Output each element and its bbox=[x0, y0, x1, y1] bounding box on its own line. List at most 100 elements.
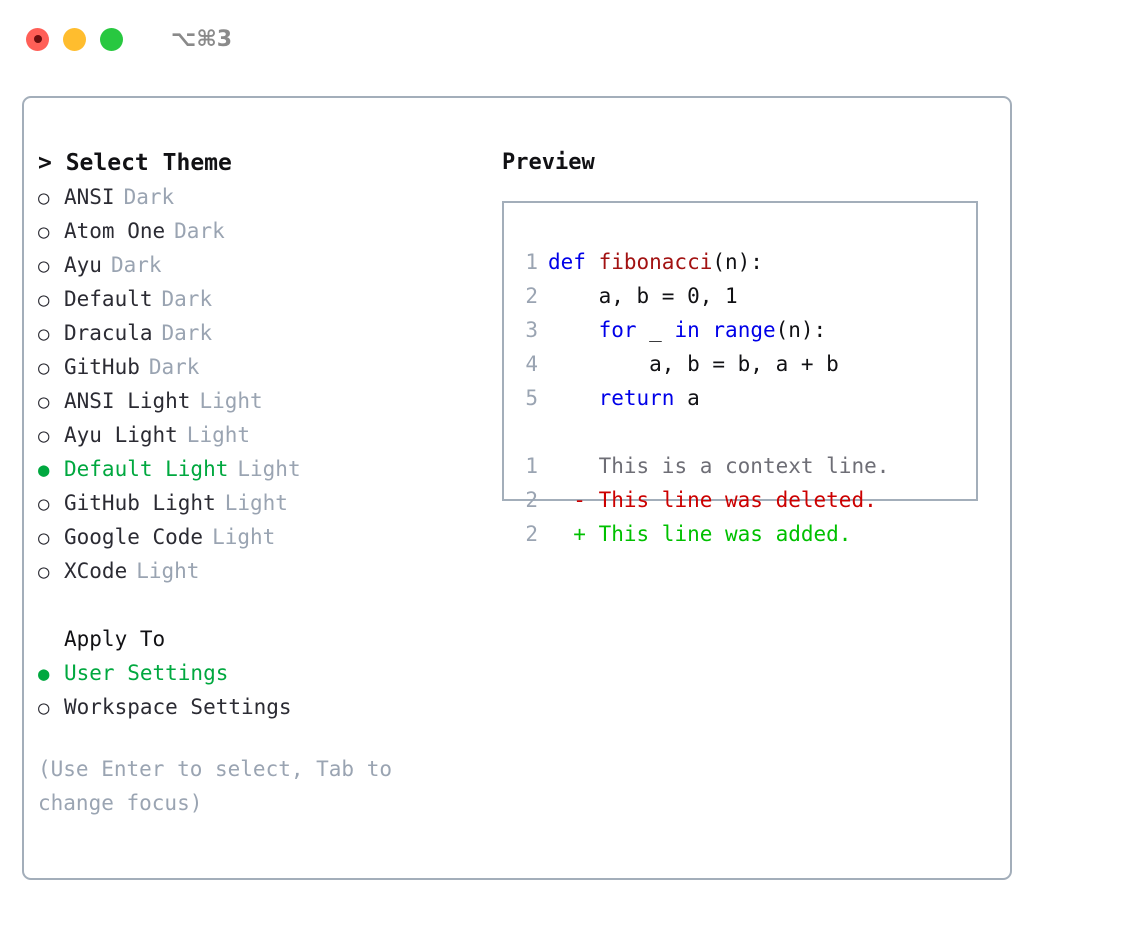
diff-line-add: 2 + This line was added. bbox=[504, 517, 976, 551]
line-number: 4 bbox=[525, 352, 538, 376]
code-token-plain bbox=[700, 318, 713, 342]
theme-option-tag: Dark bbox=[161, 321, 213, 345]
theme-option-tag: Light bbox=[186, 423, 251, 447]
code-line: 2 a, b = 0, 1 bbox=[504, 279, 976, 313]
code-line: 4 a, b = b, a + b bbox=[504, 347, 976, 381]
diff-sign bbox=[548, 454, 586, 478]
code-token-plain: a bbox=[674, 386, 700, 410]
radio-unselected-icon: ○ bbox=[38, 357, 50, 379]
radio-unselected-icon: ○ bbox=[38, 187, 50, 209]
theme-option-tag: Dark bbox=[174, 219, 225, 243]
maximize-button[interactable] bbox=[100, 27, 123, 51]
theme-option-label: Atom One bbox=[64, 219, 166, 243]
theme-option-tag: Light bbox=[199, 389, 263, 413]
theme-option-tag: Dark bbox=[148, 355, 200, 379]
select-theme-heading: > Select Theme bbox=[38, 150, 232, 176]
code-token-keyword: def bbox=[548, 250, 599, 274]
radio-unselected-icon: ○ bbox=[38, 221, 50, 243]
diff-sign: + bbox=[548, 522, 586, 546]
theme-option-label: GitHub bbox=[64, 355, 140, 379]
theme-option-tag: Light bbox=[237, 457, 301, 481]
diff-sign: - bbox=[548, 488, 586, 512]
apply-to-heading: Apply To bbox=[64, 627, 166, 651]
radio-selected-icon: ● bbox=[38, 459, 50, 481]
window-controls bbox=[26, 27, 123, 51]
line-number: 3 bbox=[525, 318, 538, 342]
apply-to-list[interactable]: ●User Settings ○ Workspace Settings bbox=[38, 656, 478, 724]
theme-option-github[interactable]: ○ GitHub Dark bbox=[38, 350, 478, 384]
theme-option-label: Ayu Light bbox=[64, 423, 178, 447]
diff-text: This line was deleted. bbox=[585, 488, 877, 512]
radio-unselected-icon: ○ bbox=[38, 425, 50, 447]
theme-option-default[interactable]: ○ Default Dark bbox=[38, 282, 478, 316]
code-token-plain: _ bbox=[636, 318, 675, 342]
line-number: 2 bbox=[525, 522, 538, 546]
line-number: 2 bbox=[525, 284, 538, 308]
keyboard-shortcut-label: ⌥⌘3 bbox=[171, 26, 233, 52]
close-button[interactable] bbox=[26, 27, 49, 51]
list-spacer bbox=[38, 588, 478, 622]
theme-option-tag: Dark bbox=[123, 185, 175, 209]
theme-option-tag: Light bbox=[212, 525, 276, 549]
apply-to-option-label: Workspace Settings bbox=[64, 695, 292, 719]
code-token-keyword: in bbox=[674, 318, 700, 342]
line-number: 1 bbox=[525, 250, 538, 274]
title-bar: ⌥⌘3 bbox=[0, 0, 1140, 78]
theme-option-label: Default bbox=[64, 287, 153, 311]
theme-option-label: Google Code bbox=[64, 525, 204, 549]
radio-unselected-icon: ○ bbox=[38, 697, 50, 719]
theme-option-label: Ayu bbox=[64, 253, 102, 277]
code-diff-spacer bbox=[504, 415, 976, 449]
diff-line-context: 1 This is a context line. bbox=[504, 449, 976, 483]
code-token-plain: (n): bbox=[712, 250, 763, 274]
radio-unselected-icon: ○ bbox=[38, 255, 50, 277]
apply-to-option-user-settings[interactable]: ●User Settings bbox=[38, 656, 478, 690]
apply-to-option-label: User Settings bbox=[64, 661, 229, 685]
line-number: 2 bbox=[525, 488, 538, 512]
diff-text: This is a context line. bbox=[585, 454, 890, 478]
line-number: 1 bbox=[525, 454, 538, 478]
minimize-button[interactable] bbox=[63, 27, 86, 51]
code-line: 5 return a bbox=[504, 381, 976, 415]
code-line: 1 def fibonacci(n): bbox=[504, 245, 976, 279]
code-token-plain bbox=[548, 318, 599, 342]
diff-text: This line was added. bbox=[585, 522, 852, 546]
theme-option-label: XCode bbox=[64, 559, 128, 583]
theme-option-ayu-light[interactable]: ○ Ayu Light Light bbox=[38, 418, 478, 452]
theme-option-dracula[interactable]: ○ Dracula Dark bbox=[38, 316, 478, 350]
radio-unselected-icon: ○ bbox=[38, 323, 50, 345]
theme-option-tag: Light bbox=[136, 559, 200, 583]
theme-option-tag: Light bbox=[224, 491, 288, 515]
radio-unselected-icon: ○ bbox=[38, 289, 50, 311]
code-line: 3 for _ in range(n): bbox=[504, 313, 976, 347]
code-token-plain: a, b = 0, 1 bbox=[548, 284, 738, 308]
theme-option-ayu[interactable]: ○ Ayu Dark bbox=[38, 248, 478, 282]
line-number: 5 bbox=[525, 386, 538, 410]
diff-line-delete: 2 - This line was deleted. bbox=[504, 483, 976, 517]
theme-option-label: Dracula bbox=[64, 321, 153, 345]
theme-option-google-code[interactable]: ○ Google Code Light bbox=[38, 520, 478, 554]
code-token-keyword: for bbox=[598, 318, 637, 342]
theme-option-tag: Dark bbox=[110, 253, 162, 277]
radio-unselected-icon: ○ bbox=[38, 527, 50, 549]
code-token-function: fibonacci bbox=[598, 250, 713, 274]
theme-option-atom-one[interactable]: ○ Atom One Dark bbox=[38, 214, 478, 248]
theme-option-label: GitHub Light bbox=[64, 491, 216, 515]
theme-option-label: ANSI Light bbox=[64, 389, 191, 413]
code-token-keyword: return bbox=[598, 386, 675, 410]
keyboard-hint-text: (Use Enter to select, Tab to change focu… bbox=[38, 757, 405, 815]
code-token-plain: a, b = b, a + b bbox=[548, 352, 839, 376]
theme-option-tag: Dark bbox=[161, 287, 213, 311]
apply-to-option-workspace-settings[interactable]: ○ Workspace Settings bbox=[38, 690, 478, 724]
